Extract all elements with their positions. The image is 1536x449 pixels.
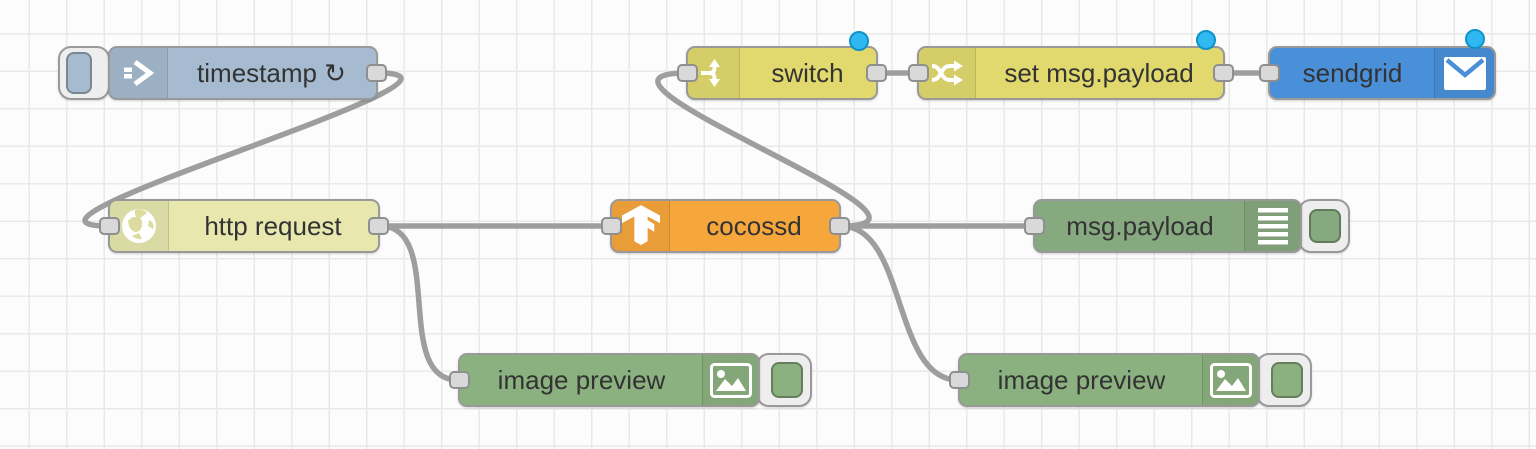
- input-port[interactable]: [99, 217, 120, 235]
- debug-toggle-inner: [1309, 209, 1341, 243]
- node-label: sendgrid: [1302, 57, 1403, 88]
- node-sendgrid[interactable]: sendgrid: [1259, 46, 1496, 100]
- changed-indicator-dot: [1465, 29, 1485, 49]
- output-port[interactable]: [366, 64, 387, 82]
- node-label: switch: [771, 57, 844, 88]
- node-label: image preview: [497, 364, 666, 395]
- node-inject-timestamp[interactable]: timestamp ↻: [108, 46, 387, 100]
- changed-indicator-dot: [849, 31, 869, 51]
- tensorflow-icon: [612, 201, 670, 251]
- wire[interactable]: [655, 70, 872, 229]
- input-port[interactable]: [601, 217, 622, 235]
- inject-button[interactable]: [58, 46, 110, 100]
- node-image-preview[interactable]: image preview: [449, 353, 760, 407]
- node-label: http request: [204, 210, 342, 241]
- wire[interactable]: [377, 223, 461, 383]
- output-port[interactable]: [866, 64, 887, 82]
- inject-arrow-icon: [110, 48, 168, 98]
- input-port[interactable]: [677, 64, 698, 82]
- wire[interactable]: [838, 223, 961, 383]
- envelope-icon: [1434, 48, 1494, 98]
- changed-indicator-dot: [1196, 30, 1216, 50]
- input-port[interactable]: [949, 371, 970, 389]
- node-image-preview[interactable]: image preview: [949, 353, 1260, 407]
- debug-toggle-button[interactable]: [1298, 199, 1350, 253]
- shuffle-icon: [919, 48, 976, 98]
- node-label: timestamp ↻: [197, 57, 346, 88]
- output-port[interactable]: [1213, 64, 1234, 82]
- node-label: cocossd: [706, 210, 802, 241]
- node-change-set-msg-payload[interactable]: set msg.payload: [908, 46, 1234, 100]
- node-http-request[interactable]: http request: [99, 199, 389, 253]
- node-switch[interactable]: switch: [677, 46, 887, 100]
- image-preview-toggle-inner: [771, 362, 803, 398]
- input-port[interactable]: [908, 64, 929, 82]
- input-port[interactable]: [449, 371, 470, 389]
- image-preview-toggle-button[interactable]: [1256, 353, 1312, 407]
- image-icon: [702, 355, 758, 405]
- node-cocossd[interactable]: cocossd: [601, 199, 850, 253]
- output-port[interactable]: [368, 217, 389, 235]
- input-port[interactable]: [1024, 217, 1045, 235]
- list-lines-icon: [1244, 201, 1300, 251]
- image-preview-toggle-button[interactable]: [756, 353, 812, 407]
- image-icon: [1202, 355, 1258, 405]
- output-port[interactable]: [829, 217, 850, 235]
- node-debug-msg-payload[interactable]: msg.payload: [1024, 199, 1302, 253]
- node-label: msg.payload: [1066, 210, 1214, 241]
- node-label: image preview: [997, 364, 1166, 395]
- node-label: set msg.payload: [1004, 57, 1194, 88]
- input-port[interactable]: [1259, 64, 1280, 82]
- image-preview-toggle-inner: [1271, 362, 1303, 398]
- inject-button-inner: [66, 52, 92, 94]
- wire[interactable]: [82, 70, 404, 229]
